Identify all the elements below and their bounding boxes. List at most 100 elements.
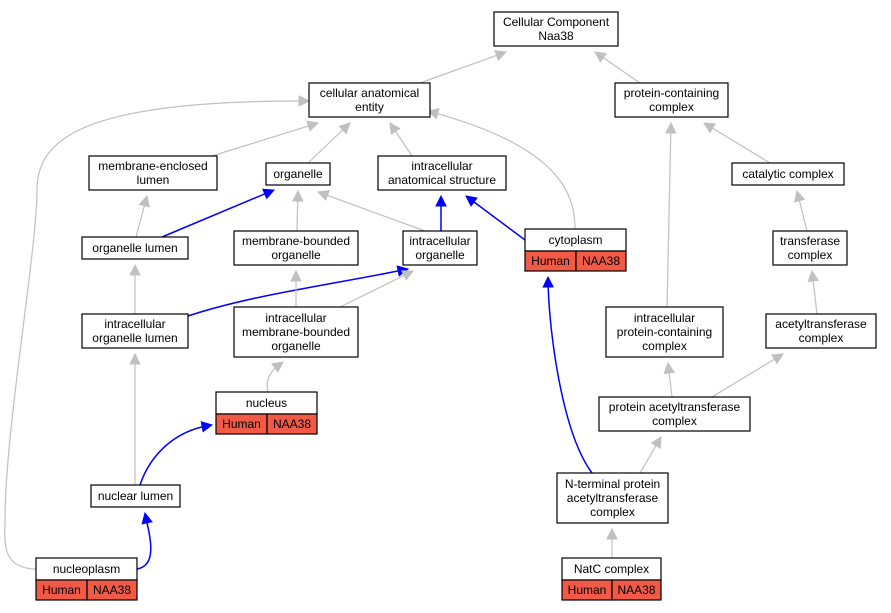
node-box — [233, 230, 359, 266]
arrowhead — [290, 269, 302, 282]
node-label-line: organelle lumen — [92, 241, 177, 255]
edge-membrane-bounded-organelle-to-organelle — [291, 189, 304, 232]
arrowhead — [663, 361, 675, 375]
edge-line — [667, 362, 673, 398]
node-label-line: Naa38 — [538, 29, 574, 43]
edge-line — [547, 276, 593, 474]
edge-protein-containing-complex-to-root — [594, 51, 641, 84]
edge-cytoplasm-to-intracellular-anatomical-structure — [465, 195, 526, 241]
edge-nucleoplasm-to-nuclear-lumen — [136, 511, 153, 570]
edge-cellular-anatomical-entity-to-root — [419, 50, 508, 84]
edge-line — [711, 353, 784, 398]
species-label: Human — [568, 583, 607, 597]
gene-cell — [611, 579, 662, 601]
node-label-line: transferase — [780, 234, 840, 248]
node-label-line: catalytic complex — [742, 167, 833, 181]
edge-intracellular-organelle-lumen-to-organelle-lumen — [129, 263, 141, 314]
node-box — [493, 11, 619, 47]
edge-intracellular-anatomical-structure-to-cellular-anatomical-entity — [389, 122, 413, 157]
species-label: Human — [531, 254, 570, 268]
edge-line — [389, 122, 413, 157]
species-label: Human — [42, 583, 81, 597]
arrowhead — [200, 421, 214, 433]
edge-line — [639, 436, 662, 474]
edge-intracellular-protein-containing-complex-to-protein-containing-complex — [664, 121, 677, 308]
node-label-line: protein acetyltransferase — [609, 400, 741, 414]
node-box — [614, 82, 729, 118]
edge-organelle-to-cellular-anatomical-entity — [307, 122, 351, 164]
gene-cell — [86, 579, 138, 601]
arrowhead — [494, 50, 508, 62]
node-box — [233, 306, 359, 358]
edge-line — [796, 190, 808, 232]
node-label-line: anatomical structure — [388, 173, 496, 187]
node-box — [308, 82, 431, 118]
edge-line — [161, 189, 275, 238]
gene-label: NAA38 — [273, 417, 311, 431]
node-label-line: protein-containing — [617, 325, 712, 339]
edge-cytoplasm-to-cellular-anatomical-entity — [426, 108, 576, 230]
arrowhead — [338, 122, 351, 135]
node-label-line: acetyltransferase — [775, 317, 867, 331]
node-organelle-lumen[interactable]: organelle lumen — [81, 236, 189, 260]
node-box — [88, 155, 218, 191]
node-label-line: NatC complex — [574, 562, 649, 576]
edge-protein-acetyltransferase-complex-to-intracellular-protein-containing-complex — [663, 361, 675, 398]
arrowhead — [703, 122, 716, 134]
node-label-line: organelle — [271, 248, 321, 262]
node-box — [731, 162, 845, 186]
edge-transferase-complex-to-catalytic-complex — [793, 189, 808, 232]
edge-line — [703, 122, 771, 164]
node-box — [772, 230, 848, 266]
edge-line — [419, 51, 507, 84]
node-catalytic-complex[interactable]: catalytic complex — [731, 162, 845, 186]
arrowhead — [262, 188, 276, 200]
species-label: Human — [222, 417, 261, 431]
node-label-line: membrane-bounded — [242, 325, 350, 339]
node-label-line: organelle — [415, 248, 465, 262]
node-organelle[interactable]: organelle — [265, 162, 331, 186]
node-box — [377, 155, 507, 191]
arrowhead — [138, 194, 150, 208]
edge-intracellular-membrane-bounded-organelle-to-intracellular-organelle — [339, 270, 415, 308]
node-label-line: organelle — [271, 339, 321, 353]
node-n-terminal-protein-acetyltransferase-complex[interactable]: N-terminal proteinacetyltransferasecompl… — [556, 472, 669, 524]
edge-intracellular-organelle-to-intracellular-anatomical-structure — [435, 194, 447, 231]
node-label-line: intracellular — [104, 317, 165, 331]
node-label-line: intracellular — [634, 311, 695, 325]
arrowhead — [606, 527, 618, 540]
edge-nuclear-lumen-to-intracellular-organelle-lumen — [129, 352, 141, 485]
node-box — [598, 396, 751, 432]
node-box — [81, 313, 189, 349]
gene-label: NAA38 — [93, 583, 131, 597]
node-label-line: nucleus — [246, 396, 287, 410]
node-label-line: complex — [642, 339, 687, 353]
node-label-line: organelle — [273, 167, 323, 181]
edge-organelle-lumen-to-membrane-enclosed-lumen — [135, 194, 150, 238]
arrowhead — [316, 190, 330, 202]
node-label-line: cellular anatomical — [320, 86, 419, 100]
arrowhead — [401, 270, 415, 281]
node-label-line: organelle lumen — [92, 331, 177, 345]
node-nuclear-lumen[interactable]: nuclear lumen — [90, 484, 181, 508]
arrowhead — [807, 269, 819, 283]
arrowhead — [771, 353, 784, 365]
